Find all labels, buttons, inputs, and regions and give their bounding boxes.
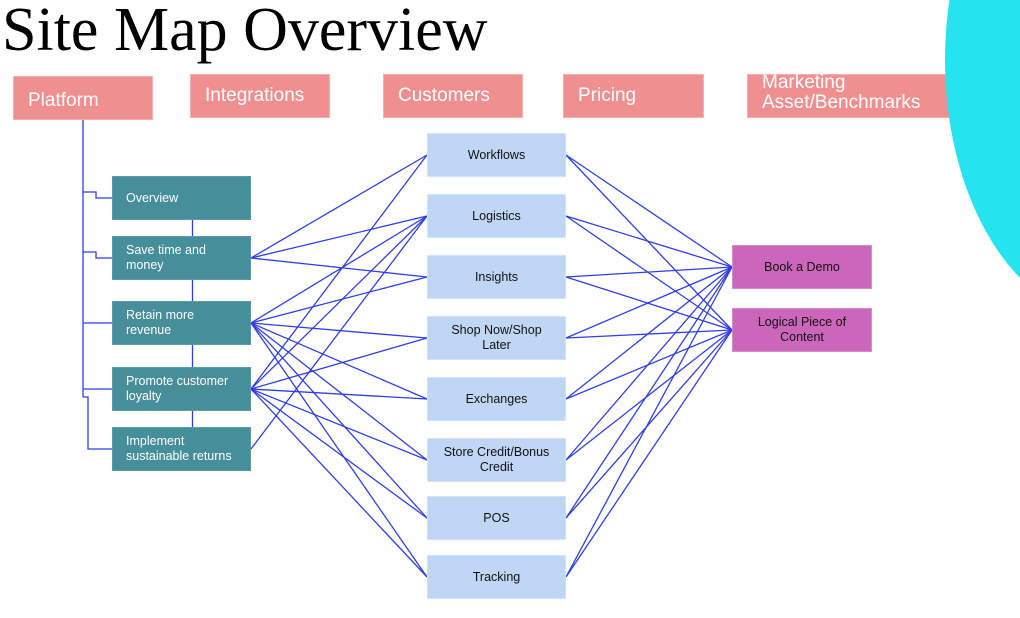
connector-retain-shopnow bbox=[250, 322, 428, 339]
platform-item-implement[interactable]: Implement sustainable returns bbox=[112, 427, 251, 471]
connector-insights-demo bbox=[565, 266, 733, 278]
connector-exchanges-content bbox=[565, 329, 733, 400]
tree-branch-line bbox=[83, 251, 112, 259]
platform-item-overview[interactable]: Overview bbox=[112, 176, 251, 220]
connector-retain-tracking bbox=[250, 322, 428, 578]
customer-item-shopnow[interactable]: Shop Now/Shop Later bbox=[427, 316, 566, 360]
connector-retain-storecredit bbox=[250, 322, 428, 461]
customer-item-workflows[interactable]: Workflows bbox=[427, 133, 566, 177]
tree-branch-line bbox=[83, 191, 112, 199]
page-title: Site Map Overview bbox=[2, 0, 488, 64]
platform-item-label: Implement sustainable returns bbox=[126, 434, 232, 463]
customer-item-insights[interactable]: Insights bbox=[427, 255, 566, 299]
connector-promote-shopnow bbox=[250, 337, 428, 390]
connector-save-logistics bbox=[250, 215, 428, 259]
connector-promote-logistics bbox=[250, 215, 428, 390]
connector-shopnow-content bbox=[565, 329, 733, 339]
platform-item-label: Promote customer loyalty bbox=[126, 374, 229, 403]
connector-save-workflows bbox=[250, 154, 428, 259]
connector-promote-storecredit bbox=[250, 388, 428, 461]
nav-integrations-label: Integrations bbox=[205, 85, 305, 107]
platform-item-save[interactable]: Save time and money bbox=[112, 236, 251, 280]
connector-workflows-demo bbox=[565, 154, 733, 268]
nav-customers-label: Customers bbox=[398, 85, 490, 107]
connector-exchanges-demo bbox=[565, 266, 733, 400]
customer-item-label: Logistics bbox=[472, 208, 521, 223]
customer-item-tracking[interactable]: Tracking bbox=[427, 555, 566, 599]
connector-promote-tracking bbox=[250, 388, 428, 578]
cta-book-demo[interactable]: Book a Demo bbox=[732, 245, 872, 289]
connector-retain-logistics bbox=[250, 215, 428, 324]
platform-item-label: Retain more revenue bbox=[126, 308, 195, 337]
customer-item-label: Tracking bbox=[472, 569, 521, 584]
connector-storecredit-content bbox=[565, 329, 733, 461]
customer-item-label: Exchanges bbox=[465, 391, 528, 406]
connector-logistics-demo bbox=[565, 215, 733, 268]
customer-item-label: POS bbox=[483, 510, 510, 525]
connector-insights-content bbox=[565, 276, 733, 331]
tree-branch-line bbox=[83, 396, 112, 450]
connector-logistics-content bbox=[565, 215, 733, 331]
connector-promote-exchanges bbox=[250, 388, 428, 400]
customer-item-exchanges[interactable]: Exchanges bbox=[427, 377, 566, 421]
platform-item-label: Save time and money bbox=[126, 243, 206, 272]
connector-retain-insights bbox=[250, 276, 428, 324]
connector-retain-pos bbox=[250, 322, 428, 519]
customer-item-label: Shop Now/Shop Later bbox=[451, 323, 542, 352]
connector-tracking-demo bbox=[565, 266, 733, 578]
connector-shopnow-demo bbox=[565, 266, 733, 339]
nav-marketing-label: Marketing Asset/Benchmarks bbox=[762, 72, 921, 113]
nav-customers[interactable]: Customers bbox=[383, 74, 523, 118]
customer-item-label: Workflows bbox=[467, 147, 526, 162]
platform-item-retain[interactable]: Retain more revenue bbox=[112, 301, 251, 345]
cta-logical-content[interactable]: Logical Piece of Content bbox=[732, 308, 872, 352]
platform-item-promote[interactable]: Promote customer loyalty bbox=[112, 367, 251, 411]
connector-retain-exchanges bbox=[250, 322, 428, 400]
connector-tracking-content bbox=[565, 329, 733, 578]
nav-integrations[interactable]: Integrations bbox=[190, 74, 330, 118]
connector-pos-content bbox=[565, 329, 733, 519]
customer-item-label: Store Credit/Bonus Credit bbox=[443, 445, 550, 474]
connector-pos-demo bbox=[565, 266, 733, 519]
customer-item-logistics[interactable]: Logistics bbox=[427, 194, 566, 238]
platform-item-label: Overview bbox=[126, 190, 179, 205]
cta-label: Book a Demo bbox=[764, 259, 840, 274]
connector-storecredit-demo bbox=[565, 266, 733, 461]
nav-pricing-label: Pricing bbox=[578, 85, 637, 107]
connector-workflows-content bbox=[565, 154, 733, 331]
nav-pricing[interactable]: Pricing bbox=[563, 74, 704, 118]
customer-item-pos[interactable]: POS bbox=[427, 496, 566, 540]
cta-label: Logical Piece of Content bbox=[757, 315, 847, 344]
nav-platform[interactable]: Platform bbox=[13, 76, 153, 120]
customer-item-storecredit[interactable]: Store Credit/Bonus Credit bbox=[427, 438, 566, 482]
customer-item-label: Insights bbox=[474, 269, 519, 284]
connector-promote-workflows bbox=[250, 154, 428, 390]
nav-platform-label: Platform bbox=[28, 90, 99, 112]
connector-save-insights bbox=[250, 257, 428, 278]
connector-implement-logistics bbox=[250, 215, 428, 450]
connector-promote-pos bbox=[250, 388, 428, 519]
